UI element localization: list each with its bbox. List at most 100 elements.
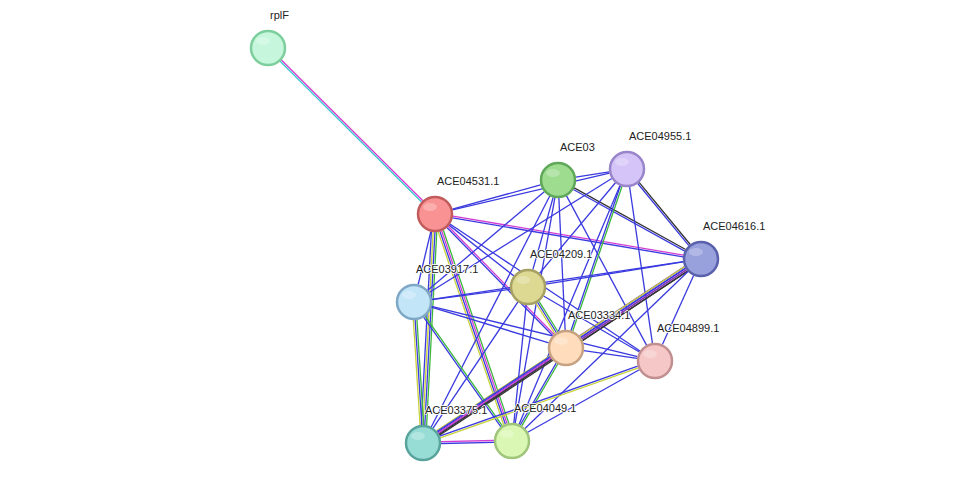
evidence-line <box>439 359 552 434</box>
protein-node: ACE04899.1 <box>638 344 672 378</box>
evidence-line <box>544 296 640 352</box>
node-highlight <box>402 291 416 299</box>
node-disc <box>610 152 644 186</box>
evidence-line <box>432 289 510 299</box>
node-disc <box>251 31 285 65</box>
evidence-line <box>424 317 501 427</box>
node-label: ACE04209.1 <box>530 248 592 260</box>
protein-node: ACE03375.1 <box>406 426 440 460</box>
node-circle <box>509 268 547 306</box>
evidence-line <box>520 363 556 425</box>
interaction-edge <box>437 356 552 434</box>
interaction-edge <box>432 289 510 299</box>
interaction-edge <box>520 363 557 426</box>
evidence-line <box>536 303 555 333</box>
node-circle <box>636 342 674 380</box>
evidence-line <box>576 172 609 177</box>
evidence-line <box>421 232 431 425</box>
interaction-edge <box>441 441 494 444</box>
evidence-line <box>281 60 422 201</box>
protein-node: ACE03917.1 <box>397 285 431 319</box>
protein-node: ACE04209.1 <box>511 270 545 304</box>
evidence-line <box>662 275 693 344</box>
interaction-edge <box>638 182 691 245</box>
node-disc <box>495 424 529 458</box>
interaction-edge <box>544 296 640 352</box>
node-highlight <box>689 248 703 256</box>
protein-node: ACE04955.1 <box>610 152 644 186</box>
evidence-line <box>515 198 555 424</box>
node-circle <box>608 150 646 188</box>
node-highlight <box>615 158 629 166</box>
evidence-line <box>425 316 502 426</box>
node-highlight <box>423 203 437 211</box>
evidence-line <box>630 187 653 343</box>
evidence-line <box>638 183 689 245</box>
node-label: ACE04616.1 <box>703 220 765 232</box>
evidence-line <box>440 368 638 438</box>
interaction-edge <box>528 370 640 432</box>
interaction-edge <box>573 188 685 251</box>
node-circle <box>493 422 531 460</box>
evidence-line <box>441 442 494 443</box>
node-highlight <box>546 169 560 177</box>
node-disc <box>397 285 431 319</box>
evidence-line <box>538 302 557 332</box>
protein-node: ACE04531.1 <box>418 197 452 231</box>
node-label: ACE04531.1 <box>437 175 499 187</box>
evidence-line <box>559 198 565 330</box>
node-label: rplF <box>270 9 289 21</box>
protein-node: ACE04049.1 <box>495 424 529 458</box>
node-label: ACE03334.1 <box>568 309 630 321</box>
protein-node: ACE03334.1 <box>549 331 583 365</box>
evidence-line <box>639 182 690 244</box>
node-disc <box>541 163 575 197</box>
node-label: ACE03917.1 <box>416 263 478 275</box>
interaction-edge <box>280 60 423 202</box>
protein-node: ACE04616.1 <box>684 242 718 276</box>
evidence-line <box>438 358 551 433</box>
interaction-edge <box>440 366 639 438</box>
interaction-edge <box>447 226 554 336</box>
interaction-edge <box>424 316 503 427</box>
node-label: ACE03375.1 <box>425 404 487 416</box>
evidence-line <box>280 61 421 202</box>
node-disc <box>418 197 452 231</box>
node-disc <box>511 270 545 304</box>
node-disc <box>638 344 672 378</box>
interaction-edge <box>576 172 609 177</box>
node-circle <box>416 195 454 233</box>
node-circle <box>404 424 442 462</box>
interaction-edge <box>515 198 555 424</box>
evidence-line <box>539 301 558 331</box>
node-highlight <box>256 37 270 45</box>
node-circle <box>249 29 287 67</box>
node-circle <box>395 283 433 321</box>
node-circle <box>547 329 585 367</box>
node-label: ACE04955.1 <box>629 130 691 142</box>
node-highlight <box>554 337 568 345</box>
evidence-line <box>448 226 554 334</box>
interaction-edge <box>630 187 653 343</box>
protein-node: ACE03 <box>541 163 575 197</box>
interaction-edge <box>431 306 637 356</box>
evidence-line <box>447 228 553 336</box>
interaction-edge <box>413 320 423 425</box>
interaction-edge <box>559 198 565 330</box>
evidence-line <box>528 370 640 432</box>
node-highlight <box>411 432 425 440</box>
evidence-line <box>441 441 494 442</box>
interaction-edge <box>431 307 549 343</box>
evidence-line <box>413 320 420 425</box>
node-disc <box>406 426 440 460</box>
node-circle <box>682 240 720 278</box>
interaction-edge <box>662 275 693 344</box>
evidence-line <box>437 356 550 431</box>
evidence-line <box>584 351 637 359</box>
node-highlight <box>500 430 514 438</box>
node-disc <box>549 331 583 365</box>
protein-node: rplF <box>251 31 285 65</box>
node-circle <box>539 161 577 199</box>
node-label: ACE03 <box>560 141 595 153</box>
